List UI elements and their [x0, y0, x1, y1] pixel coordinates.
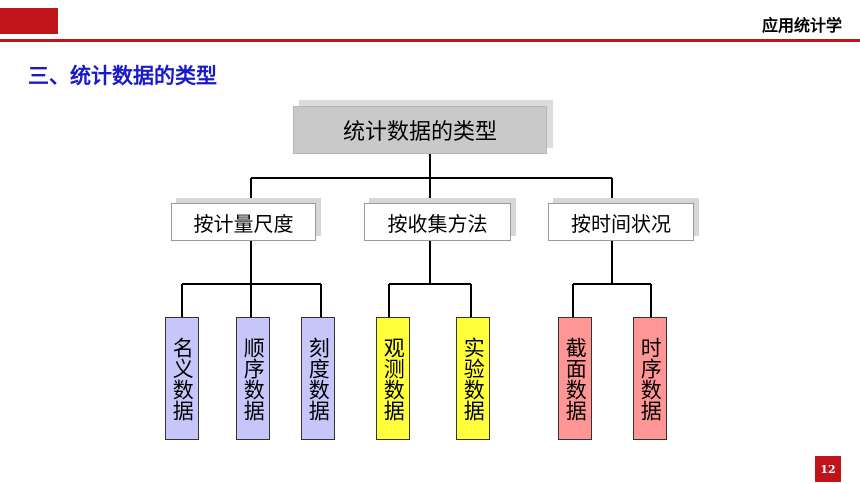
leaf-node-scale: 刻度数据 — [301, 317, 335, 440]
section-title: 三、统计数据的类型 — [28, 64, 217, 88]
header-rule — [0, 39, 860, 42]
leaf-node-observational: 观测数据 — [376, 317, 410, 440]
header-accent-block — [0, 8, 58, 34]
page-number: 12 — [815, 456, 841, 482]
leaf-node-cross-sectional: 截面数据 — [558, 317, 592, 440]
group-node-collection-method: 按收集方法 — [364, 203, 511, 241]
leaf-node-ordinal: 顺序数据 — [236, 317, 270, 440]
group-node-measurement-scale: 按计量尺度 — [171, 203, 316, 241]
leaf-node-experimental: 实验数据 — [456, 317, 490, 440]
group-node-time-status: 按时间状况 — [548, 203, 694, 241]
course-title: 应用统计学 — [761, 16, 842, 35]
leaf-node-time-series: 时序数据 — [633, 317, 667, 440]
root-node: 统计数据的类型 — [293, 106, 547, 154]
leaf-node-nominal: 名义数据 — [165, 317, 199, 440]
